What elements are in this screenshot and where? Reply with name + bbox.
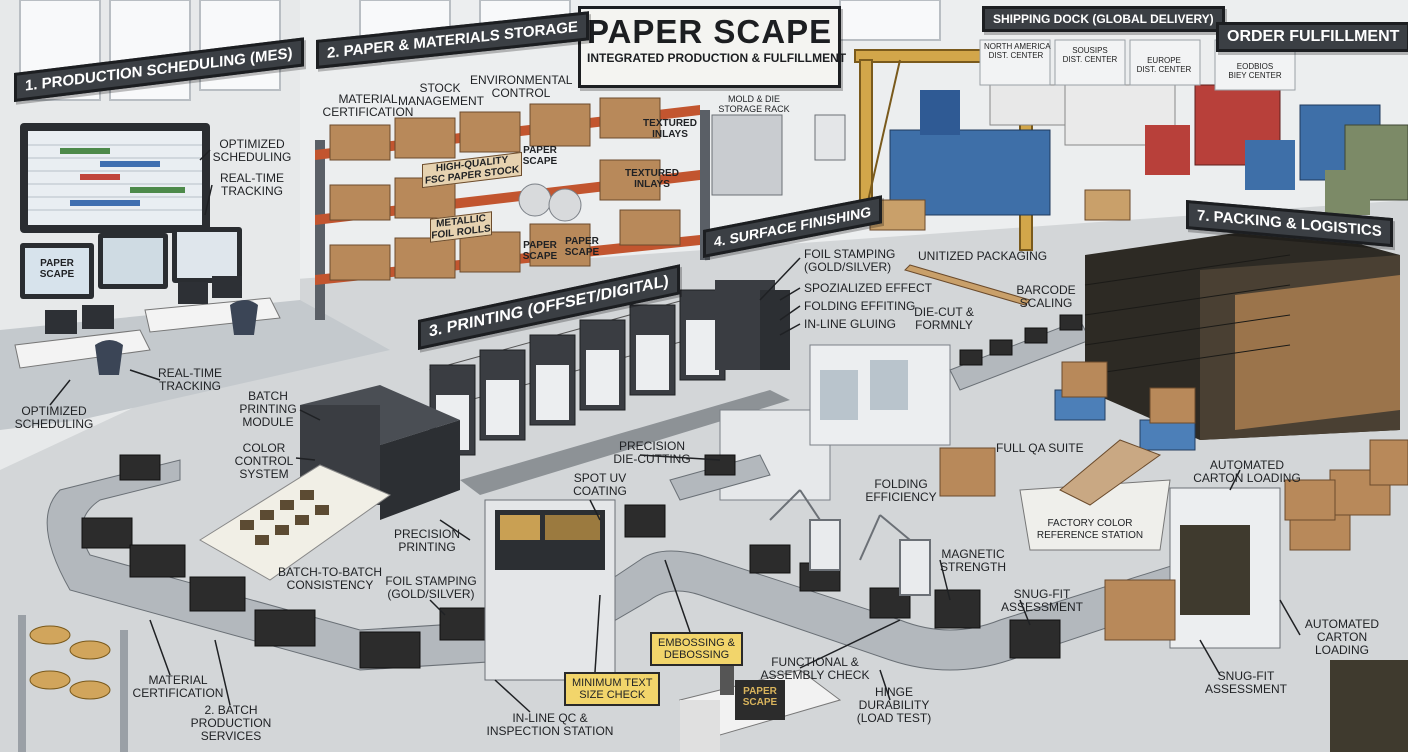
qc-station (484, 499, 616, 681)
label-snug-fit-bottom: SNUG-FIT ASSESSMENT (1204, 669, 1288, 696)
label-magnetic-strength: MAGNETIC STRENGTH (940, 547, 1006, 574)
main-subtitle: INTEGRATED PRODUCTION & FULFILLMENT (587, 51, 847, 65)
label-folding-effiting: FOLDING EFFITING (804, 299, 916, 313)
office-desks (14, 276, 281, 375)
label-automated-carton-top: AUTOMATED CARTON LOADING (1193, 458, 1301, 485)
label-factory-color-reference: FACTORY COLOR REFERENCE STATION (1036, 518, 1144, 541)
label-precision-die-cutting: PRECISION DIE-CUTTING (613, 439, 691, 466)
dock-label-sousips: SOUSIPS DIST. CENTER (1062, 46, 1118, 64)
label-snug-fit-mid: SNUG-FIT ASSESSMENT (1000, 587, 1084, 614)
label-realtime-tracking-bottom: REAL-TIME TRACKING (157, 366, 222, 393)
label-precision-printing: PRECISION PRINTING (393, 527, 460, 554)
label-spozialized-effect: SPOZIALIZED EFFECT (804, 281, 933, 295)
label-inline-qc: IN-LINE QC & INSPECTION STATION (486, 711, 614, 738)
label-realtime-tracking-top: REAL-TIME TRACKING (219, 171, 284, 198)
finishing-line (715, 280, 951, 501)
carton-loader (939, 439, 1408, 752)
dock-label-north-america: NORTH AMERICA DIST. CENTER (984, 42, 1051, 60)
storage-rack (315, 97, 846, 320)
label-inline-gluing: IN-LINE GLUING (804, 317, 897, 331)
box-paper-scape-3: PAPER SCAPE (564, 236, 600, 258)
label-diecut-formnly: DIE-CUT & FORMNLY (914, 305, 974, 332)
zone-sign-shipping: SHIPPING DOCK (GLOBAL DELIVERY) (982, 6, 1225, 32)
pallet-stacks (1084, 225, 1400, 440)
label-functional-assembly: FUNCTIONAL & ASSEMBLY CHECK (760, 655, 870, 682)
label-folding-efficiency: FOLDING EFFICIENCY (865, 477, 937, 504)
lab-table (678, 660, 842, 752)
label-optimized-scheduling-bottom: OPTIMIZED SCHEDULING (14, 404, 94, 431)
offset-press (428, 289, 790, 495)
label-stock-management: STOCK MANAGEMENT (398, 81, 485, 108)
box-paper-scape-2: PAPER SCAPE (522, 240, 558, 262)
label-batch-consistency: BATCH-TO-BATCH CONSISTENCY (278, 565, 382, 592)
dock-label-europe: EUROPE DIST. CENTER (1136, 56, 1192, 74)
office-floor (0, 300, 390, 430)
label-barcode-scaling: BARCODE SCALING (1016, 283, 1076, 310)
box-paper-scape-1: PAPER SCAPE (522, 145, 558, 167)
label-foil-stamping-bottom: FOIL STAMPING (GOLD/SILVER) (385, 574, 477, 601)
batch-printer (199, 385, 460, 581)
label-hinge-durability: HINGE DURABILITY (LOAD TEST) (856, 685, 932, 725)
roll-rack (18, 615, 128, 752)
zone-sign-fulfillment: ORDER FULFILLMENT (1216, 22, 1408, 52)
main-title: PAPER SCAPE (587, 13, 833, 50)
label-foil-stamping-top: FOIL STAMPING (GOLD/SILVER) (804, 247, 896, 274)
swatch-station (1019, 439, 1171, 551)
scheduling-wall (20, 123, 242, 299)
box-textured-1: TEXTURED INLAYS (643, 118, 697, 140)
label-automated-carton-right: AUTOMATED CARTON LOADING (1304, 617, 1380, 657)
label-spot-uv-coating: SPOT UV COATING (573, 471, 627, 498)
label-material-certification-bottom: MATERIAL CERTIFICATION (132, 673, 224, 700)
dock-label-eodbios: EODBIOS BIEY CENTER (1228, 62, 1282, 80)
label-batch-printing-module: BATCH PRINTING MODULE (239, 389, 297, 429)
main-title-sign: PAPER SCAPE INTEGRATED PRODUCTION & FULF… (578, 6, 847, 88)
label-batch-production-services: 2. BATCH PRODUCTION SERVICES (190, 703, 272, 743)
label-color-control-system: COLOR CONTROL SYSTEM (234, 441, 294, 481)
book-paper-scape: PAPER SCAPE (742, 686, 778, 708)
tag-minimum-text-size: MINIMUM TEXT SIZE CHECK (564, 672, 661, 706)
shipping-containers (889, 84, 1408, 216)
robot-arms (769, 489, 931, 596)
box-textured-2: TEXTURED INLAYS (625, 168, 679, 190)
label-mold-die: MOLD & DIE STORAGE RACK (718, 94, 790, 114)
label-material-certification-top: MATERIAL CERTIFICATION (322, 92, 414, 119)
label-unitized-packaging: UNITIZED PACKAGING (918, 249, 1048, 263)
screen-paper-scape: PAPER SCAPE (39, 258, 75, 280)
label-optimized-scheduling-top: OPTIMIZED SCHEDULING (212, 137, 292, 164)
label-environmental-control: ENVIRONMENTAL CONTROL (470, 73, 573, 100)
forklifts (1054, 361, 1196, 451)
tag-embossing: EMBOSSING & DEBOSSING (650, 632, 744, 666)
label-full-qa-suite: FULL QA SUITE (996, 441, 1084, 455)
